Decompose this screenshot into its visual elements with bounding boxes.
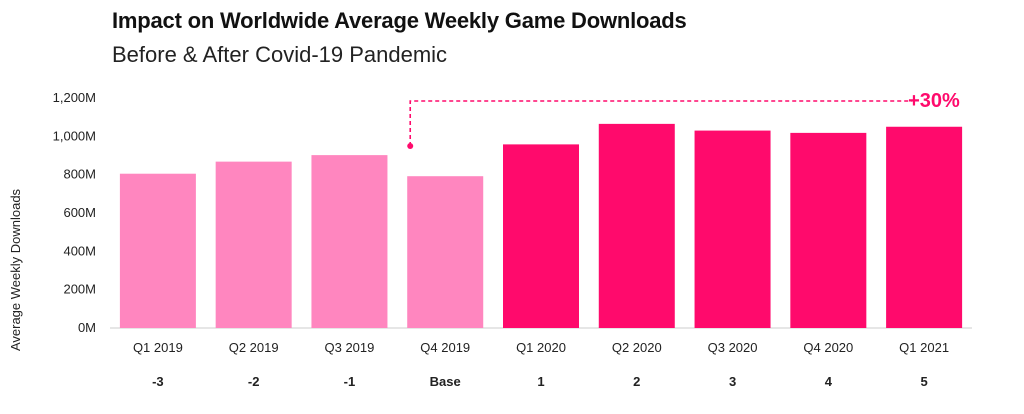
y-tick-label: 400M xyxy=(63,243,96,258)
period-index-label: 2 xyxy=(633,374,640,389)
growth-annotation: +30% xyxy=(908,90,960,112)
x-tick-label: Q2 2019 xyxy=(229,340,279,355)
x-tick-label: Q1 2021 xyxy=(899,340,949,355)
bar xyxy=(311,155,388,328)
y-tick-label: 1,000M xyxy=(53,128,96,143)
bar xyxy=(119,173,196,328)
growth-start-dot xyxy=(407,143,414,149)
y-tick-label: 0M xyxy=(78,320,96,335)
growth-bracket-line xyxy=(409,100,913,146)
bar xyxy=(598,123,675,328)
x-tick-label: Q3 2020 xyxy=(708,340,758,355)
y-tick-label: 1,200M xyxy=(53,90,96,105)
x-tick-label: Q3 2019 xyxy=(325,340,375,355)
period-index-label: 1 xyxy=(537,374,544,389)
bar xyxy=(215,161,292,328)
bar xyxy=(790,132,867,328)
x-tick-label: Q1 2020 xyxy=(516,340,566,355)
bar xyxy=(886,126,963,328)
period-index-label: Base xyxy=(430,374,461,389)
period-index-label: -2 xyxy=(248,374,260,389)
chart-title: Impact on Worldwide Average Weekly Game … xyxy=(112,8,687,33)
period-index-label: 4 xyxy=(825,374,833,389)
x-tick-label: Q2 2020 xyxy=(612,340,662,355)
period-index-label: -1 xyxy=(344,374,356,389)
bar xyxy=(694,130,771,328)
x-tick-label: Q4 2020 xyxy=(803,340,853,355)
period-index-label: 3 xyxy=(729,374,736,389)
x-tick-label: Q1 2019 xyxy=(133,340,183,355)
y-tick-label: 200M xyxy=(63,282,96,297)
y-tick-label: 800M xyxy=(63,167,96,182)
y-axis-label: Average Weekly Downloads xyxy=(8,188,23,351)
bar xyxy=(503,144,579,328)
period-index-label: -3 xyxy=(152,374,164,389)
x-tick-label: Q4 2019 xyxy=(420,340,470,355)
y-tick-label: 600M xyxy=(63,205,96,220)
chart-subtitle: Before & After Covid-19 Pandemic xyxy=(112,42,448,67)
period-index-label: 5 xyxy=(920,374,927,389)
bar xyxy=(407,176,484,328)
